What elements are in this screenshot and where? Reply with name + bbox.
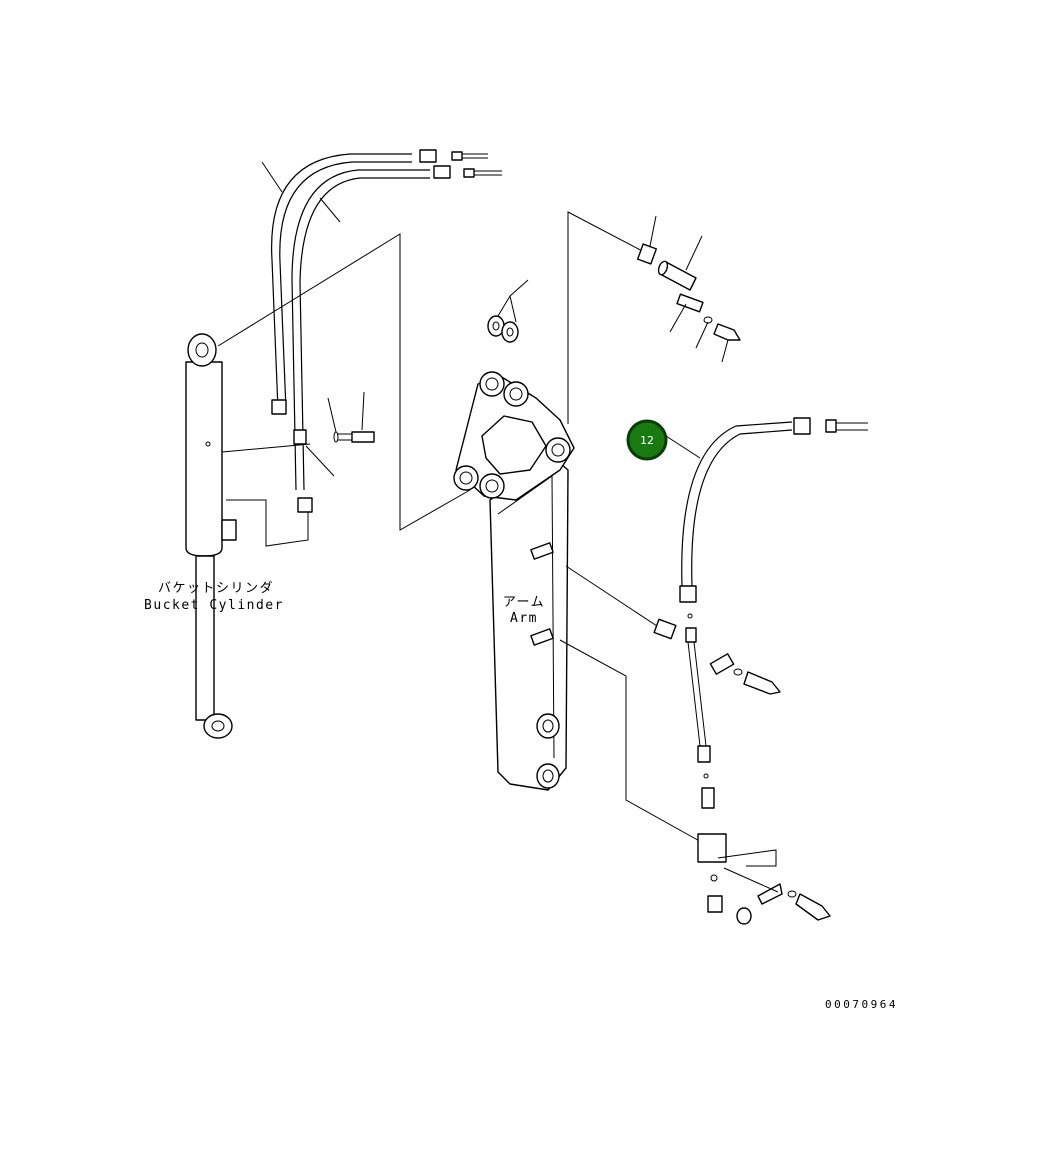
arm-label-en: Arm [510, 611, 538, 626]
arm [453, 371, 575, 791]
hose-right [679, 417, 868, 603]
bucket-cylinder-hoses [261, 149, 502, 513]
washers-top [487, 279, 529, 343]
bolt-washer-set-left [305, 391, 375, 477]
bucket-cylinder-label-en: Bucket Cylinder [144, 598, 284, 613]
drawing-code: 00070964 [825, 998, 898, 1011]
bucket-cylinder [185, 333, 311, 739]
callout-badge[interactable]: 12 [626, 419, 701, 461]
fittings-right [559, 565, 831, 925]
callout-number: 12 [640, 434, 654, 447]
bucket-cylinder-label-jp: バケットシリンダ [158, 581, 274, 596]
arm-label-jp: アーム [503, 595, 545, 610]
connector-line-left [217, 233, 471, 531]
connector-line-right [567, 211, 649, 424]
pin-bolt-set [636, 215, 741, 363]
callout-badge-circle[interactable] [626, 419, 668, 461]
